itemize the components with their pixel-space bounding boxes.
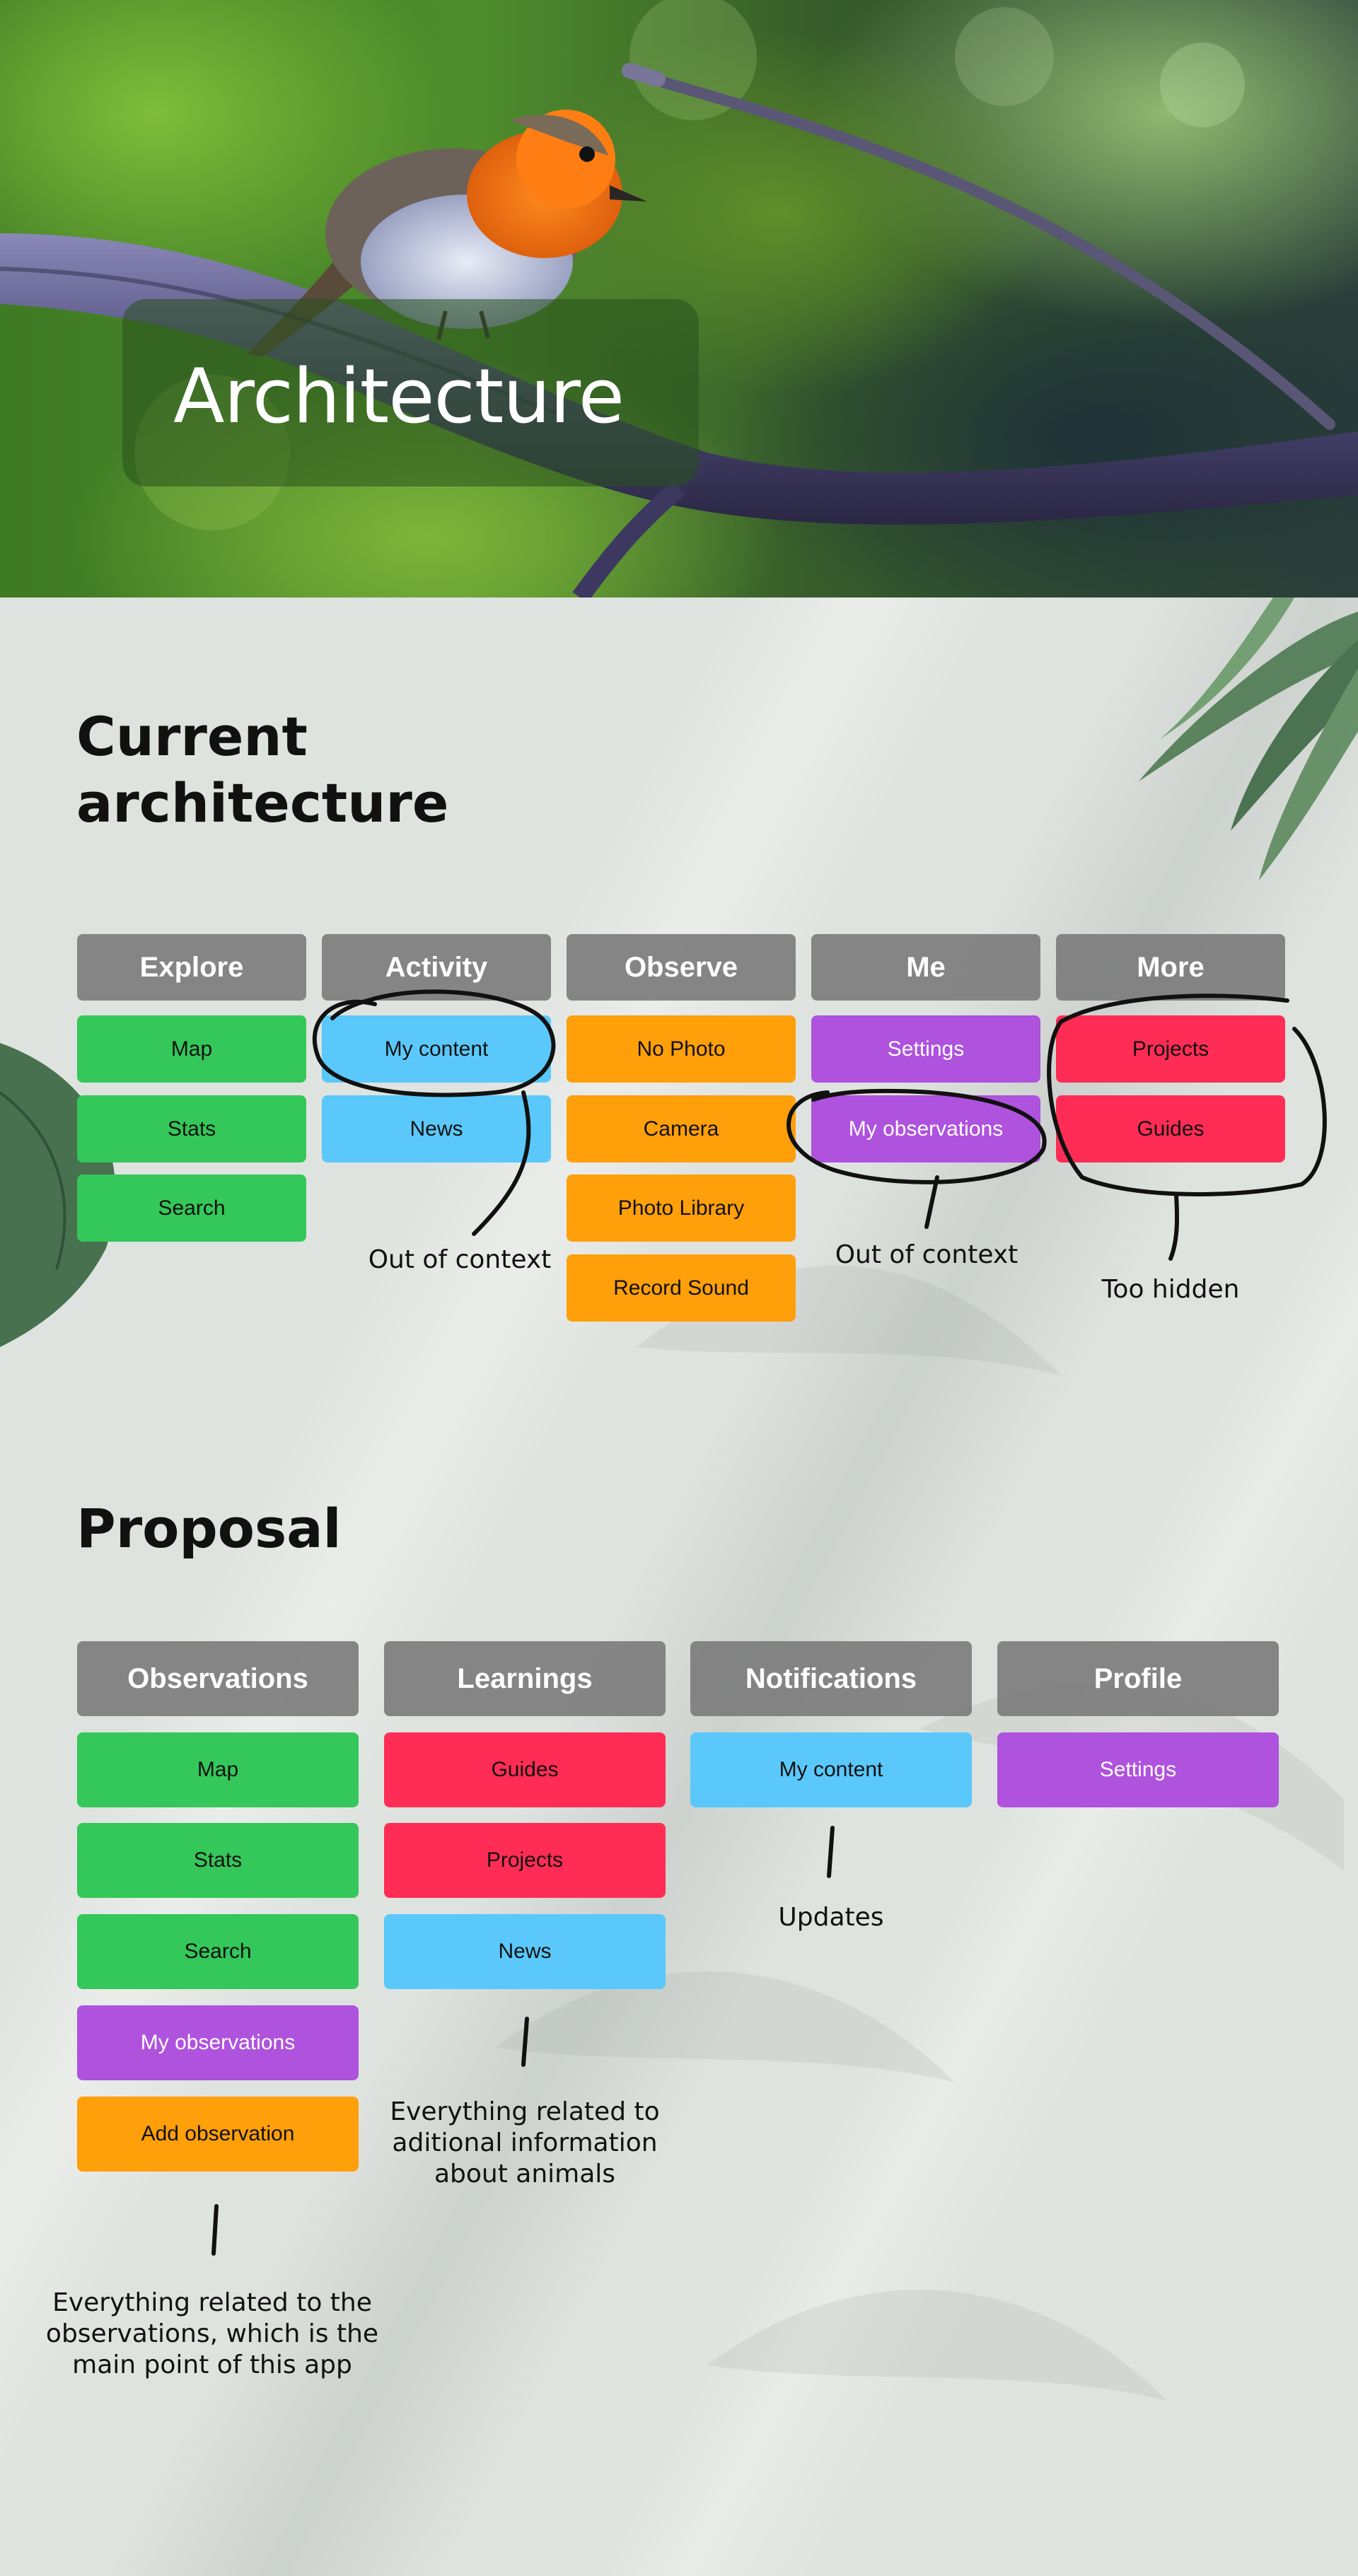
current-item-my-observations: My observations	[811, 1095, 1040, 1162]
current-item-map: Map	[77, 1015, 306, 1083]
column-header-me: Me	[811, 934, 1040, 1001]
current-item-settings: Settings	[811, 1015, 1040, 1083]
proposal-item-guides: Guides	[384, 1732, 666, 1807]
column-header-explore: Explore	[77, 934, 306, 1001]
column-header-activity: Activity	[322, 934, 551, 1001]
column-header-more: More	[1056, 934, 1285, 1001]
current-item-search: Search	[77, 1175, 306, 1242]
leaf-decoration	[0, 598, 1358, 2401]
current-item-projects: Projects	[1056, 1015, 1285, 1083]
note-notifications: Updates	[778, 1903, 884, 1932]
content-area: Current architecture Explore Map Stats S…	[0, 598, 1358, 2576]
current-item-photo-library: Photo Library	[567, 1175, 796, 1242]
current-architecture-heading: Current architecture	[76, 705, 449, 834]
proposal-item-projects: Projects	[384, 1823, 666, 1898]
proposal-item-my-content: My content	[690, 1732, 972, 1807]
current-item-record-sound: Record Sound	[567, 1254, 796, 1322]
proposal-item-stats: Stats	[77, 1823, 359, 1898]
note-observations: Everything related to the observations, …	[45, 2288, 379, 2379]
current-item-stats: Stats	[77, 1095, 306, 1162]
current-item-no-photo: No Photo	[567, 1015, 796, 1083]
column-header-observe: Observe	[567, 934, 796, 1001]
column-header-notifications: Notifications	[690, 1641, 972, 1716]
current-item-camera: Camera	[567, 1095, 796, 1162]
current-item-my-content: My content	[322, 1015, 551, 1083]
proposal-item-map: Map	[77, 1732, 359, 1807]
note-me: Out of context	[835, 1240, 1018, 1269]
proposal-item-add-observation: Add observation	[77, 2097, 359, 2172]
column-header-learnings: Learnings	[384, 1641, 666, 1716]
current-item-guides: Guides	[1056, 1095, 1285, 1162]
proposal-item-search: Search	[77, 1914, 359, 1989]
note-learnings: Everything related to aditional informat…	[390, 2097, 660, 2189]
note-activity: Out of context	[368, 1245, 552, 1274]
note-more: Too hidden	[1101, 1275, 1240, 1304]
page-title: Architecture	[173, 353, 625, 440]
hero-banner: Architecture	[0, 0, 1358, 598]
proposal-item-news: News	[384, 1914, 666, 1989]
column-header-observations: Observations	[77, 1641, 359, 1716]
proposal-item-my-observations: My observations	[77, 2005, 359, 2080]
column-header-profile: Profile	[997, 1641, 1279, 1716]
title-box: Architecture	[122, 299, 699, 486]
proposal-heading: Proposal	[76, 1497, 342, 1560]
proposal-item-settings: Settings	[997, 1732, 1279, 1807]
current-item-news: News	[322, 1095, 551, 1162]
